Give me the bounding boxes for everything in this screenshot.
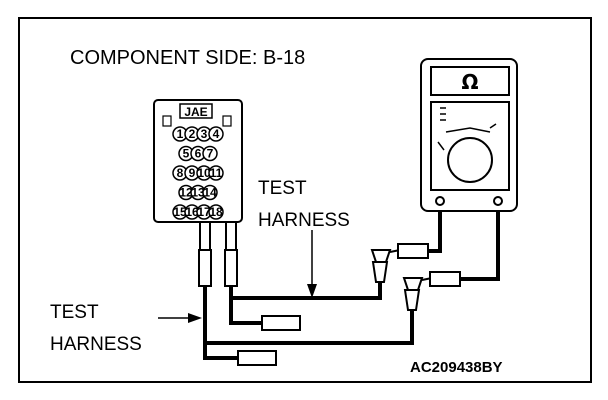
connector-latch — [179, 103, 213, 119]
test-harness-wires — [203, 270, 414, 360]
probe-left — [198, 221, 212, 287]
test-harness-label-right-line1: TEST — [258, 178, 307, 199]
figure-code: AC209438BY — [410, 359, 503, 376]
pin-5-label: 5 — [183, 147, 190, 161]
pin-15-label: 15 — [173, 205, 187, 219]
connector-key-right — [222, 115, 232, 127]
pin-11-label: 11 — [210, 166, 223, 180]
pin-12-label: 12 — [179, 186, 193, 200]
pin-8-label: 8 — [177, 166, 184, 180]
connector-key-left — [162, 115, 172, 127]
connector-brand: JAE — [184, 105, 207, 119]
pin-13-label: 13 — [191, 186, 205, 200]
pin-14-circle — [202, 184, 218, 201]
ohmmeter-display — [430, 66, 510, 96]
ohmmeter-dial — [447, 137, 493, 183]
test-harness-label-left-line2: HARNESS — [50, 334, 142, 355]
arrow-left-label — [158, 313, 202, 323]
meter-leads — [428, 206, 500, 281]
pin-17-label: 17 — [197, 205, 211, 219]
pin-3-label: 3 — [201, 127, 208, 141]
pin-7-label: 7 — [207, 147, 214, 161]
ohm-symbol: Ω — [461, 70, 478, 94]
meter-lead-plug-lower — [429, 271, 461, 287]
dial-switch-marks — [437, 107, 497, 151]
ohmmeter-jack-ohm — [493, 196, 503, 206]
pin-6-label: 6 — [195, 147, 202, 161]
pin-4-circle — [208, 126, 224, 142]
alligator-clip-lower — [402, 277, 433, 311]
ohmmeter: Ω — [420, 58, 518, 212]
figure-frame — [18, 17, 592, 383]
pin-2-label: 2 — [189, 127, 196, 141]
meter-lead-plug-upper — [397, 243, 429, 259]
test-harness-label-right-line2: HARNESS — [258, 210, 350, 231]
pin-11-circle — [208, 165, 224, 181]
pin-18-circle — [208, 204, 224, 220]
arrow-right-label — [307, 230, 317, 298]
pin-14-label: 14 — [203, 186, 217, 200]
harness-plug-lower — [237, 350, 277, 366]
pin-7-circle — [202, 145, 218, 162]
ohmmeter-jack-com — [435, 196, 445, 206]
test-harness-label-left-line1: TEST — [50, 302, 99, 323]
pin-9-label: 9 — [189, 166, 196, 180]
probe-right — [224, 221, 238, 287]
alligator-clip-upper — [370, 249, 401, 283]
pin-10-label: 10 — [197, 166, 211, 180]
pin-1-label: 1 — [177, 127, 184, 141]
figure-title: COMPONENT SIDE: B-18 — [70, 47, 305, 69]
harness-plug-upper — [261, 315, 301, 331]
pin-18-label: 18 — [209, 205, 223, 219]
pin-4-label: 4 — [213, 127, 220, 141]
pin-16-label: 16 — [185, 205, 199, 219]
